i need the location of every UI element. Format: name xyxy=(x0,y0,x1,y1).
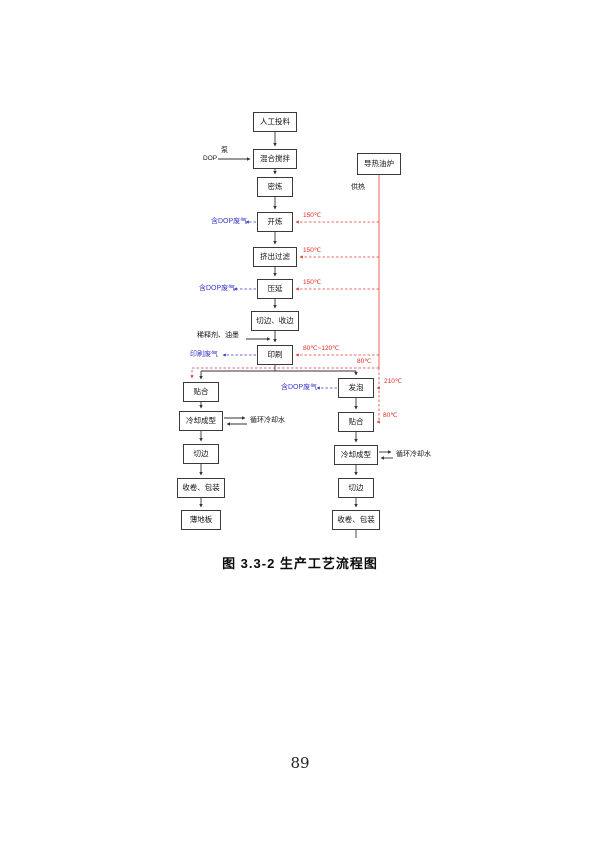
node-foaming: 发泡 xyxy=(338,378,374,398)
node-winding-packing-left: 收卷、包装 xyxy=(177,478,225,498)
temp-printing-label: 80℃~120℃ xyxy=(303,345,340,352)
cooling-water-right-label: 循环冷却水 xyxy=(396,451,431,458)
dop-gas-calendering-label: 含DOP废气 xyxy=(199,285,236,292)
node-cooling-forming-left: 冷却成型 xyxy=(179,411,223,431)
temp-open-milling-label: 150℃ xyxy=(303,212,322,219)
node-thin-flooring: 薄地板 xyxy=(181,510,221,530)
page-number: 89 xyxy=(290,754,310,772)
node-trim-edge-collect: 切边、收边 xyxy=(251,311,299,331)
node-winding-packing-right: 收卷、包装 xyxy=(332,510,380,530)
cooling-water-left-label: 循环冷却水 xyxy=(250,417,285,424)
node-cooling-forming-right: 冷却成型 xyxy=(334,445,378,465)
dop-gas-foaming-label: 含DOP废气 xyxy=(281,384,318,391)
node-trimming-left: 切边 xyxy=(183,444,219,464)
node-oil-furnace: 导热油炉 xyxy=(357,153,401,175)
node-laminating-left: 贴合 xyxy=(183,382,219,402)
heat-supply-label: 供热 xyxy=(351,184,365,191)
node-laminating-right: 贴合 xyxy=(338,412,374,432)
figure-caption: 图 3.3-2 生产工艺流程图 xyxy=(222,556,378,571)
temp-extrusion-label: 150℃ xyxy=(303,247,322,254)
node-mixing: 混合搅拌 xyxy=(253,149,297,169)
temp-laminating-left-label: 80℃ xyxy=(357,358,372,365)
node-banburying: 密炼 xyxy=(257,177,293,197)
node-extrusion-filtering: 挤出过滤 xyxy=(253,247,297,267)
temp-calendering-label: 150℃ xyxy=(303,279,322,286)
node-printing: 印刷 xyxy=(257,345,293,365)
printing-gas-label: 印刷废气 xyxy=(190,351,218,358)
pump-label: 泵 xyxy=(221,147,228,154)
node-trimming-right: 切边 xyxy=(338,478,374,498)
temp-laminating-right-label: 80℃ xyxy=(383,412,398,419)
dop-gas-open-milling-label: 含DOP废气 xyxy=(211,218,248,225)
temp-foaming-label: 210℃ xyxy=(384,378,403,385)
node-open-milling: 开炼 xyxy=(257,212,293,232)
dop-input-label: DOP xyxy=(203,155,218,162)
diluent-ink-label: 稀释剂、油墨 xyxy=(197,332,239,339)
node-calendering: 压延 xyxy=(257,279,293,299)
node-manual-feeding: 人工投料 xyxy=(253,112,297,132)
